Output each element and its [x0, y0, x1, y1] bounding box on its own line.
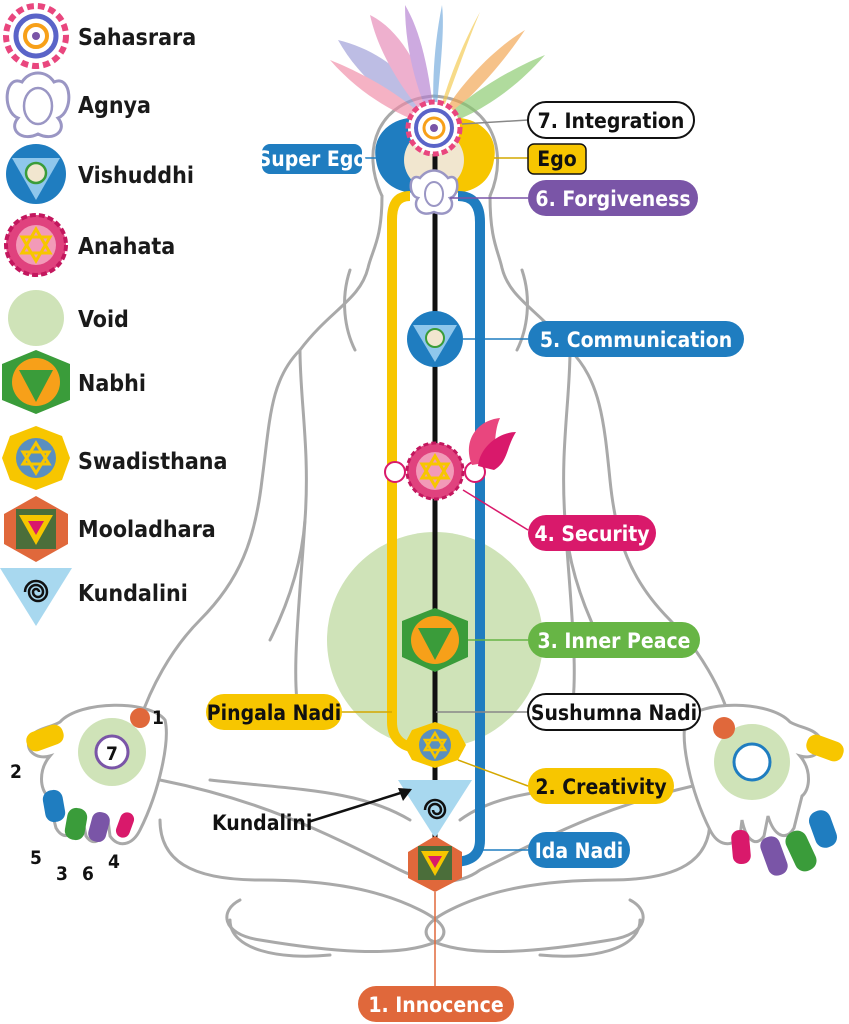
- svg-text:Pingala Nadi: Pingala Nadi: [207, 701, 341, 725]
- svg-text:5. Communication: 5. Communication: [540, 328, 732, 352]
- svg-text:Sushumna Nadi: Sushumna Nadi: [531, 701, 697, 725]
- right-swadisthana-dot: [713, 717, 735, 739]
- left-finger-anahata: [115, 812, 135, 838]
- right-finger-nabhi: [785, 830, 817, 872]
- kundalini-icon: [0, 568, 72, 626]
- finger-number-5: 5: [30, 847, 42, 869]
- left-hand: [26, 703, 168, 846]
- inner-peace-label: 3. Inner Peace: [528, 622, 700, 658]
- vishuddhi-icon: [6, 144, 66, 204]
- kundalini-arrow: [307, 788, 412, 824]
- svg-text:Ida Nadi: Ida Nadi: [535, 839, 623, 863]
- svg-text:Swadisthana: Swadisthana: [78, 449, 227, 475]
- finger-number-4: 4: [108, 851, 120, 873]
- vishuddhi-chakra: [407, 311, 463, 367]
- swadisthana-icon: [2, 426, 70, 490]
- kundalini-label: Kundalini: [212, 811, 312, 835]
- right-palm-sahasrara-icon: [732, 742, 772, 782]
- right-finger-agnya: [760, 836, 788, 876]
- svg-text:Agnya: Agnya: [78, 93, 151, 119]
- svg-text:7. Integration: 7. Integration: [538, 109, 685, 133]
- svg-text:Void: Void: [78, 307, 129, 333]
- svg-text:4. Security: 4. Security: [534, 522, 649, 546]
- svg-text:Nabhi: Nabhi: [78, 371, 146, 397]
- finger-number-2: 2: [10, 761, 22, 783]
- nabhi-icon: [2, 350, 70, 414]
- left-finger-nabhi: [64, 807, 88, 841]
- svg-text:2. Creativity: 2. Creativity: [535, 775, 666, 799]
- finger-number-1: 1: [152, 707, 164, 729]
- svg-text:3. Inner Peace: 3. Inner Peace: [538, 629, 691, 653]
- label-leaders: [340, 119, 529, 986]
- ida-nadi-channel: [451, 191, 485, 867]
- left-finger-vishuddhi: [42, 789, 66, 823]
- left-heart-node: [384, 461, 406, 483]
- svg-text:Vishuddhi: Vishuddhi: [78, 163, 194, 189]
- palm-number-7: 7: [106, 743, 118, 765]
- left-hand-numbers: 1 2 5 3 6 4 7: [10, 707, 164, 885]
- communication-label: 5. Communication: [528, 321, 744, 357]
- svg-text:1. Innocence: 1. Innocence: [368, 993, 503, 1017]
- anahata-icon: [4, 213, 68, 277]
- swadisthana-chakra: [404, 722, 466, 768]
- sushumna-nadi-label: Sushumna Nadi: [527, 693, 701, 731]
- agnya-chakra: [409, 169, 459, 215]
- left-swadisthana-dot: [130, 708, 150, 728]
- legend: Sahasrara Agnya Vishuddhi Anahata Void: [0, 3, 227, 626]
- creativity-label: 2. Creativity: [528, 768, 674, 804]
- right-finger-anahata: [731, 829, 751, 865]
- svg-text:Ego: Ego: [537, 147, 576, 171]
- lotus-flame-icon: [468, 418, 516, 470]
- crown-petals: [330, 5, 545, 128]
- integration-label: 7. Integration: [527, 101, 695, 139]
- svg-text:Mooladhara: Mooladhara: [78, 517, 216, 543]
- super-ego-label: Super Ego: [258, 144, 367, 174]
- right-thumb-agnya: [806, 734, 844, 762]
- innocence-label: 1. Innocence: [358, 986, 514, 1022]
- nabhi-chakra: [402, 608, 468, 672]
- mooladhara-icon: [4, 496, 68, 562]
- left-palm-sahasrara-icon: [94, 734, 130, 770]
- svg-text:Anahata: Anahata: [78, 234, 175, 260]
- right-finger-vishuddhi: [808, 810, 838, 848]
- ego-label: Ego: [527, 143, 587, 175]
- kundalini-chakra: [398, 780, 472, 838]
- left-thumb-agnya: [26, 724, 64, 752]
- finger-number-3: 3: [56, 863, 68, 885]
- svg-text:Super Ego: Super Ego: [258, 147, 367, 171]
- agnya-icon: [5, 71, 71, 139]
- svg-text:Kundalini: Kundalini: [78, 581, 188, 607]
- left-finger-agnya: [88, 811, 110, 843]
- sahasrara-icon: [3, 3, 69, 69]
- anahata-chakra: [405, 441, 465, 501]
- svg-text:6. Forgiveness: 6. Forgiveness: [535, 187, 690, 211]
- void-icon: [8, 290, 64, 346]
- right-hand: [682, 703, 844, 876]
- mooladhara-chakra: [408, 836, 462, 892]
- finger-number-6: 6: [82, 863, 94, 885]
- sahasrara-chakra: [405, 99, 463, 157]
- svg-text:Sahasrara: Sahasrara: [78, 25, 196, 51]
- ida-nadi-label: Ida Nadi: [528, 832, 630, 868]
- security-label: 4. Security: [528, 515, 656, 551]
- pingala-nadi-label: Pingala Nadi: [206, 694, 342, 730]
- forgiveness-label: 6. Forgiveness: [528, 180, 698, 216]
